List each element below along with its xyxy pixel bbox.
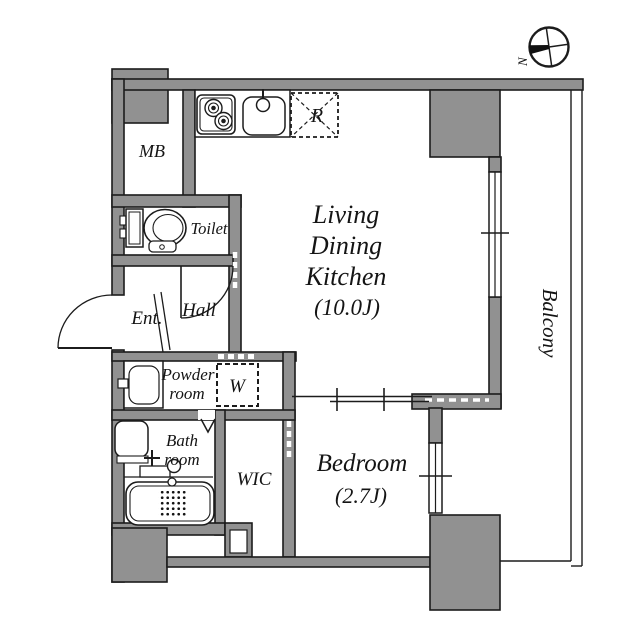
label-powder-room-1: Powder <box>161 365 215 384</box>
label-meter-box: MB <box>138 141 165 161</box>
compass-icon: N <box>515 26 570 68</box>
pillar-bottom-left <box>111 527 168 583</box>
label-hall: Hall <box>181 300 216 321</box>
door-openings <box>218 252 489 457</box>
wall-mb-right <box>182 89 196 208</box>
label-refrigerator: R <box>310 105 323 127</box>
wall-right-stub <box>488 156 502 173</box>
pillar-top-right <box>429 89 501 158</box>
kitchen <box>194 89 339 138</box>
wall-top <box>111 78 584 91</box>
wall-right-mid <box>488 296 502 409</box>
label-bedroom-area: (2.7J) <box>335 483 387 508</box>
wall-bedroom-right-upper <box>428 407 443 444</box>
balcony-railing <box>500 90 583 567</box>
bath-folding-door <box>200 418 216 434</box>
sliding-door-ldk-bedroom <box>292 388 432 411</box>
bath-counter-icon <box>114 420 149 458</box>
bath-drain-icon <box>166 458 182 474</box>
label-ldk-1: Living <box>312 200 379 229</box>
washer-space-box <box>216 363 259 407</box>
vanity-faucet-icon <box>117 378 129 389</box>
wall-toilet-bottom <box>111 254 234 267</box>
toilet-icon <box>119 208 187 253</box>
label-ldk-2: Dining <box>309 231 382 260</box>
bath-door-gap <box>198 410 215 420</box>
entrance-step <box>153 291 171 353</box>
label-ldk-3: Kitchen <box>305 262 387 291</box>
label-balcony: Balcony <box>538 289 562 358</box>
label-washer-space: W <box>229 376 247 397</box>
toilet-door <box>180 265 234 319</box>
label-toilet: Toilet <box>191 219 228 238</box>
bath-room-fixtures <box>114 418 216 526</box>
wall-toilet-top <box>111 194 242 208</box>
wall-bottom <box>166 556 431 568</box>
label-wic: WIC <box>237 469 272 490</box>
stove-icon <box>196 94 236 135</box>
ldk-window <box>481 171 509 298</box>
label-bedroom: Bedroom <box>317 450 408 477</box>
wall-left-upper <box>111 78 125 296</box>
wall-powder-top <box>111 351 297 362</box>
duct-block-inner <box>229 529 248 554</box>
compass-north-label: N <box>515 56 530 67</box>
refrigerator-space <box>290 92 339 138</box>
compass-needle <box>529 45 550 55</box>
bathtub-icon <box>125 477 215 526</box>
powder-room-fixtures <box>117 360 259 409</box>
wall-bath-wic-divider <box>214 409 226 536</box>
bedroom-window <box>419 442 452 514</box>
pillar-bottom-right <box>429 514 501 611</box>
room-labels: MB Toilet Ent. Hall Powder room W Bath r… <box>130 105 562 508</box>
label-entrance: Ent. <box>130 308 162 329</box>
windows <box>419 171 509 514</box>
label-bath-room-1: Bath <box>166 431 198 450</box>
label-ldk-area: (10.0J) <box>314 295 380 320</box>
label-powder-room-2: room <box>169 384 204 403</box>
sink-icon <box>242 89 286 136</box>
label-bath-room-2: room <box>164 450 199 469</box>
entrance-door <box>57 294 113 349</box>
